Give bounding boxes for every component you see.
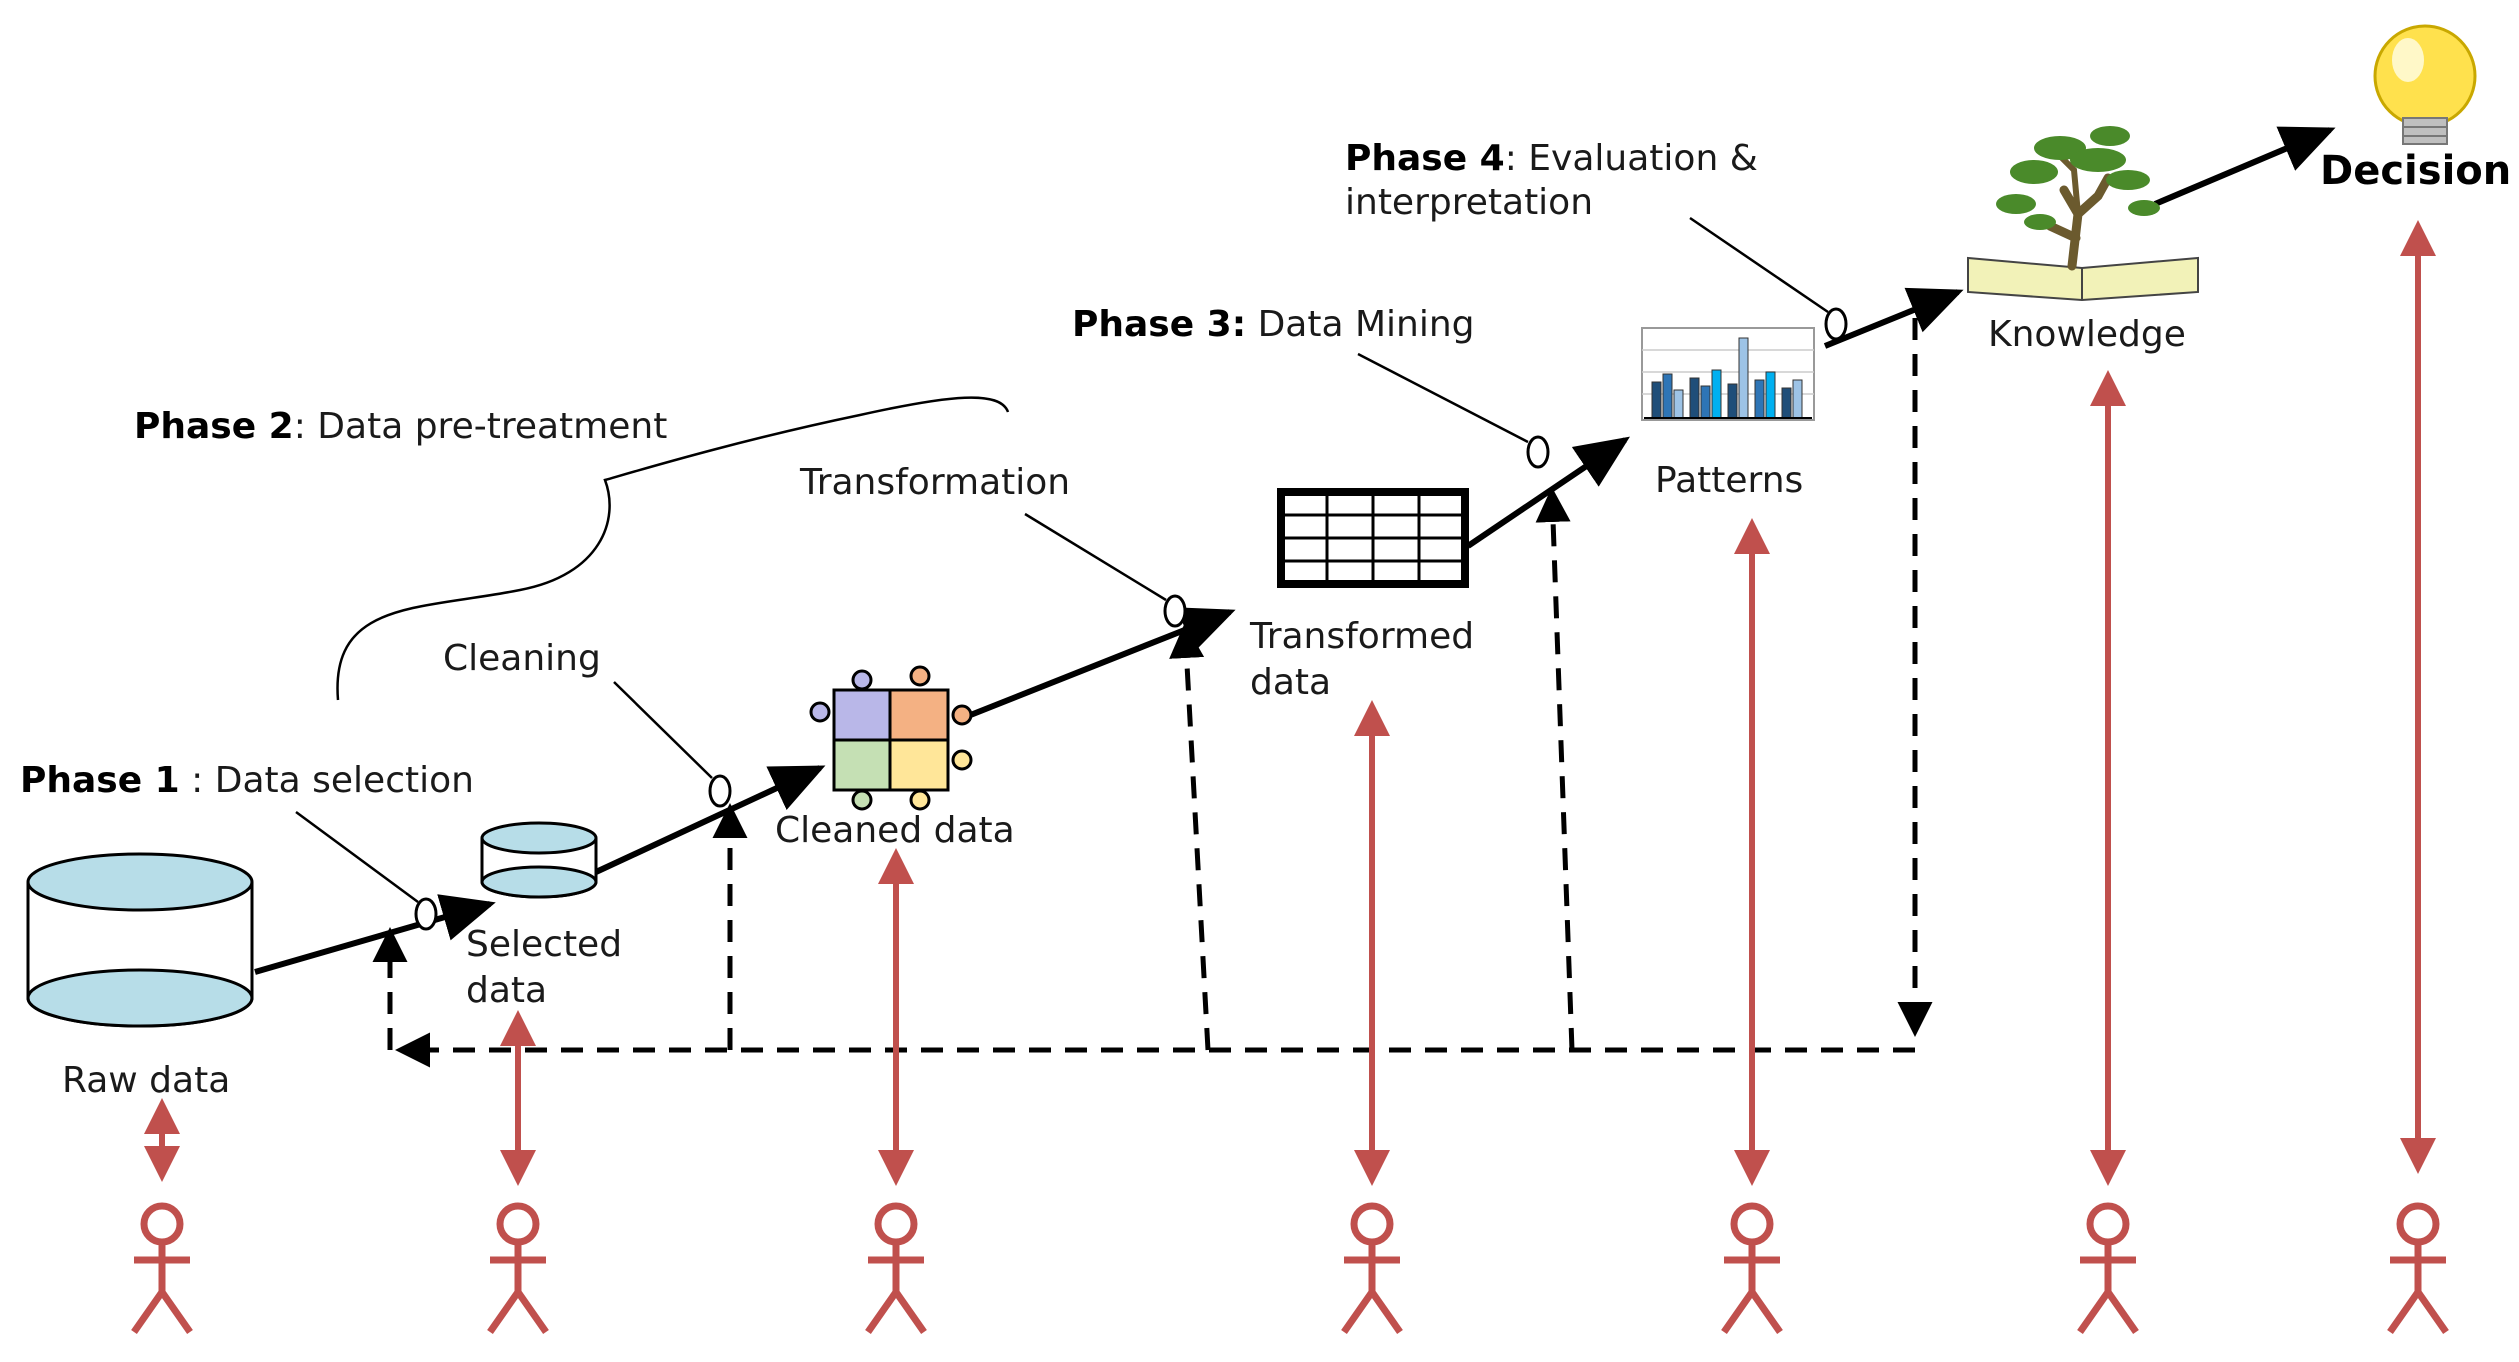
stick-figure-icon bbox=[134, 1206, 190, 1332]
phase1-label: Phase 1 : Data selection bbox=[20, 760, 474, 801]
phase2-label: Phase 2: Data pre-treatment bbox=[134, 406, 667, 447]
tree-book-icon bbox=[1967, 126, 2199, 302]
node-decision-label: Decision bbox=[2320, 148, 2511, 194]
phase2-brace bbox=[336, 396, 1010, 701]
node-cleaned-data-label: Cleaned data bbox=[775, 810, 1015, 851]
user-interaction-arrows bbox=[144, 220, 2436, 1186]
stick-figure-icon bbox=[868, 1206, 924, 1332]
puzzle-icon bbox=[809, 665, 973, 811]
feedback-loop bbox=[372, 318, 1933, 1068]
step-markers bbox=[414, 307, 1848, 931]
small-database-icon bbox=[480, 821, 598, 899]
process-flow-arrows bbox=[254, 126, 2336, 975]
database-icon bbox=[26, 852, 254, 1028]
phase4-label: Phase 4: Evaluation & bbox=[1345, 138, 1758, 179]
leader-lines bbox=[295, 216, 1829, 904]
node-transformed-data-label-2: data bbox=[1250, 662, 1331, 703]
stick-figure-icon bbox=[1724, 1206, 1780, 1332]
stick-figure-icon bbox=[2080, 1206, 2136, 1332]
step-transformation-label: Transformation bbox=[799, 462, 1070, 503]
stick-figure-icon bbox=[2390, 1206, 2446, 1332]
node-patterns-label: Patterns bbox=[1655, 460, 1803, 501]
node-raw-data-label: Raw data bbox=[62, 1060, 230, 1101]
grid-table-icon bbox=[1277, 488, 1469, 588]
lightbulb-icon bbox=[2373, 24, 2477, 145]
bar-chart-icon bbox=[1641, 327, 1815, 421]
phase3-label: Phase 3: Data Mining bbox=[1072, 304, 1475, 345]
users bbox=[134, 1206, 2446, 1332]
stick-figure-icon bbox=[1344, 1206, 1400, 1332]
phase4-label-line2: interpretation bbox=[1345, 182, 1593, 223]
node-knowledge-label: Knowledge bbox=[1988, 314, 2186, 355]
node-transformed-data-label-1: Transformed bbox=[1249, 616, 1474, 657]
step-cleaning-label: Cleaning bbox=[443, 638, 601, 679]
node-selected-data-label-1: Selected bbox=[466, 924, 622, 965]
node-selected-data-label-2: data bbox=[466, 970, 547, 1011]
stick-figure-icon bbox=[490, 1206, 546, 1332]
